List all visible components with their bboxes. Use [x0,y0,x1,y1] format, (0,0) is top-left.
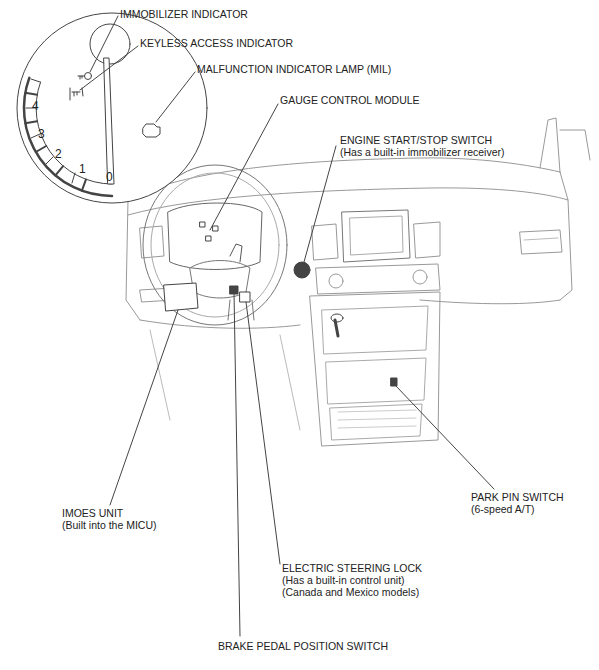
callout-label: (Built into the MICU) [62,519,157,531]
callout-label: MALFUNCTION INDICATOR LAMP (MIL) [197,63,391,75]
callout-label: PARK PIN SWITCH [471,491,564,503]
gauge-number: 3 [38,128,45,140]
gauge-number: 2 [55,148,62,160]
callout-label: KEYLESS ACCESS INDICATOR [140,37,293,49]
callout-label: (6-speed A/T) [471,503,535,515]
callout-label: (Has a built-in control unit) [282,574,405,586]
callout-label: ENGINE START/STOP SWITCH [340,134,492,146]
callout-label: (Canada and Mexico models) [282,586,419,598]
callout-label: (Has a built-in immobilizer receiver) [340,146,505,158]
callout-label: ELECTRIC STEERING LOCK [282,562,422,574]
gauge-number: 1 [79,163,86,175]
gauge-number: 4 [32,100,39,112]
gauge-number: 0 [106,171,113,183]
callout-label: IMOES UNIT [62,507,123,519]
callout-label: GAUGE CONTROL MODULE [280,94,420,106]
callout-label: IMMOBILIZER INDICATOR [120,8,248,20]
callout-label: BRAKE PEDAL POSITION SWITCH [218,640,388,652]
